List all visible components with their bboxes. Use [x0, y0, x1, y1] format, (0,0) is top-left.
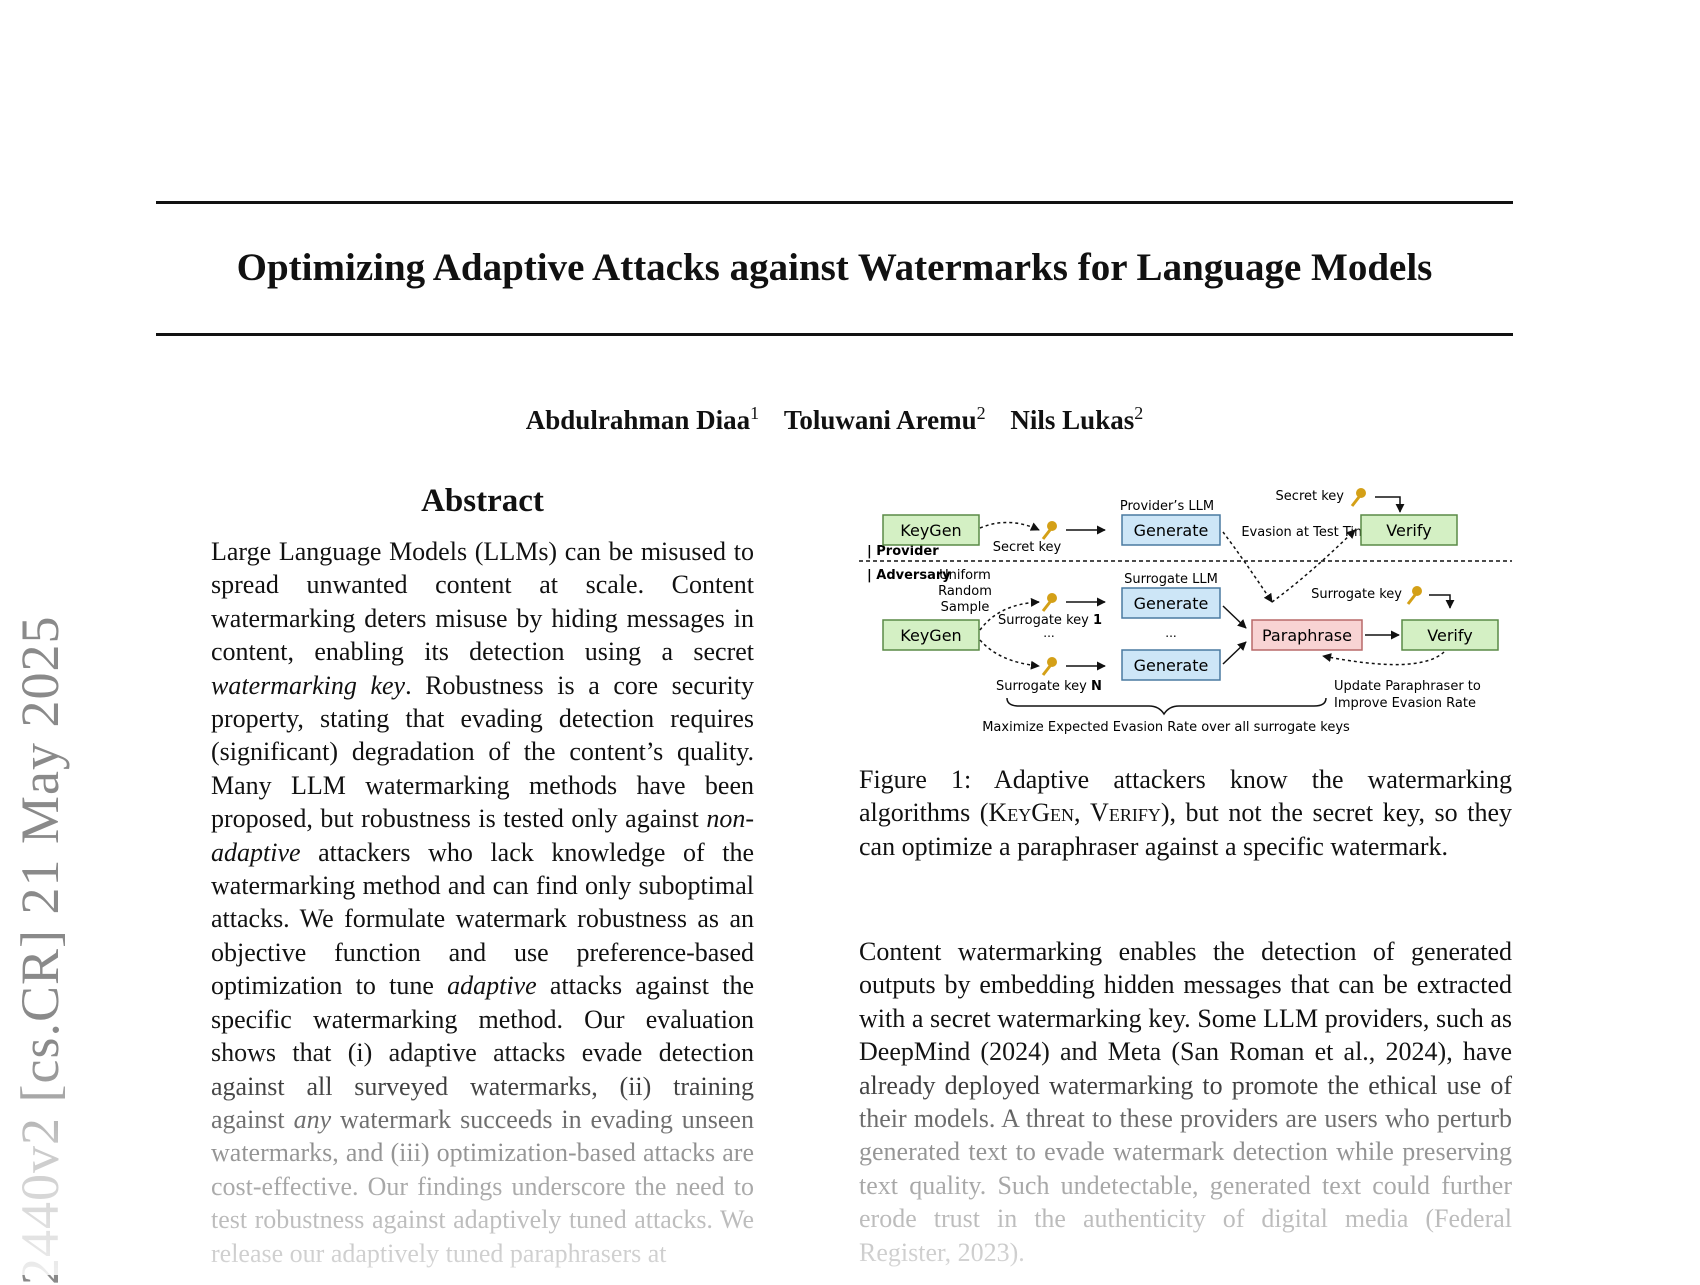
keygen-to-surrogate-key-1-arrow [979, 597, 1040, 631]
secret-key-label: Secret key [1276, 489, 1345, 504]
evasion-label: Evasion at Test Time [1241, 525, 1374, 540]
caption-text: Adaptive attackers know the watermarking… [859, 765, 1512, 828]
svg-text:Verify: Verify [1386, 521, 1431, 540]
generate-n-to-paraphrase-arrow [1222, 641, 1247, 665]
surrogate-key-n-label: Surrogate key N [996, 679, 1102, 694]
verify-adversary-box: Verify [1401, 619, 1499, 651]
abstract-emphasis: watermarking key [211, 670, 406, 700]
svg-text:KeyGen: KeyGen [900, 521, 961, 540]
svg-text:Generate: Generate [1134, 594, 1209, 613]
improve-evasion-label: Improve Evasion Rate [1334, 696, 1476, 711]
author-name: Nils Lukas [1010, 405, 1135, 435]
uniform-label: Uniform [939, 568, 991, 583]
paraphrase-box: Paraphrase [1251, 619, 1363, 651]
key-icon [1350, 488, 1366, 507]
author-name: Toluwani Aremu [783, 405, 977, 435]
figure-label: Figure 1: [859, 765, 972, 794]
provider-tag: | Provider [867, 544, 939, 559]
key-icon [1406, 586, 1422, 605]
caption-separator: , [1073, 798, 1091, 828]
author: Abdulrahman Diaa1 [525, 403, 760, 435]
surrogate-keys-brace [1006, 697, 1327, 716]
verify-provider-box: Verify [1360, 514, 1458, 546]
keygen-adversary-box: KeyGen [882, 619, 980, 651]
random-label: Random [938, 584, 992, 599]
generate-surrogate-n-box: Generate [1121, 649, 1221, 681]
author-name: Abdulrahman Diaa [525, 405, 751, 435]
provider-llm-label: Provider’s LLM [1120, 499, 1214, 514]
keygen-provider-box: KeyGen [882, 514, 980, 546]
verify-feedback-arrow [1322, 651, 1445, 666]
ellipsis-label: ... [1165, 626, 1176, 640]
author-affiliation: 2 [976, 403, 986, 423]
provider-generate-to-paraphrase-arrow [1222, 531, 1273, 603]
title-rule-bottom [156, 333, 1513, 336]
key-icon [1041, 657, 1057, 676]
update-paraphraser-label: Update Paraphraser to [1334, 679, 1481, 694]
author-affiliation: 1 [750, 403, 760, 423]
abstract-text: Large Language Models (LLMs) can be misu… [211, 537, 754, 667]
surrogate-llm-label: Surrogate LLM [1124, 572, 1218, 587]
ellipsis-label: ... [1043, 626, 1054, 640]
author: Nils Lukas2 [1010, 403, 1144, 435]
abstract-text: attackers who lack knowledge of the wate… [211, 837, 754, 1001]
paper-title: Optimizing Adaptive Attacks against Wate… [236, 246, 1433, 289]
abstract-emphasis: non-adaptive [211, 804, 754, 867]
sample-label: Sample [941, 600, 990, 615]
surrogate-key-to-verify-arrow [1429, 594, 1455, 609]
abstract-body: Large Language Models (LLMs) can be misu… [211, 535, 754, 1270]
key-icon [1041, 521, 1057, 540]
author-affiliation: 2 [1134, 403, 1144, 423]
key-icon [1041, 593, 1057, 612]
generate-1-to-paraphrase-arrow [1222, 605, 1247, 629]
svg-text:KeyGen: KeyGen [900, 626, 961, 645]
keygen-to-surrogate-key-n-arrow [979, 639, 1040, 670]
abstract-heading: Abstract [421, 483, 544, 519]
caption-keygen: KeyGen [988, 798, 1074, 828]
surrogate-key-1-label: Surrogate key 1 [998, 613, 1102, 628]
svg-text:Paraphrase: Paraphrase [1262, 626, 1352, 645]
arxiv-stamp: 2440v2 [cs.CR] 21 May 2025 [10, 615, 70, 1285]
caption-verify: Verify [1090, 798, 1161, 828]
secret-key-label: Secret key [993, 540, 1062, 555]
keygen-to-key-arrow [979, 521, 1040, 531]
author-list: Abdulrahman Diaa1 Toluwani Aremu2 Nils L… [156, 396, 1513, 437]
surrogate-key-label: Surrogate key [1311, 587, 1402, 602]
adversary-tag: | Adversary [867, 568, 951, 583]
figure-1-diagram: | Provider | Adversary KeyGen Secret key… [859, 480, 1512, 740]
generate-provider-box: Generate [1121, 514, 1221, 546]
abstract-emphasis: adaptive [447, 971, 537, 1001]
abstract-emphasis: any [293, 1104, 332, 1134]
maximize-evasion-label: Maximize Expected Evasion Rate over all … [982, 720, 1350, 735]
svg-text:Generate: Generate [1134, 521, 1209, 540]
caption-text: ), but not the secret key, so they can o… [859, 798, 1512, 861]
paraphrase-to-provider-verify-arrow [1271, 529, 1356, 603]
title-rule-top [156, 201, 1513, 204]
figure-1-caption: Figure 1: Adaptive attackers know the wa… [859, 763, 1512, 863]
generate-surrogate-1-box: Generate [1121, 587, 1221, 619]
svg-text:Verify: Verify [1427, 626, 1472, 645]
key-to-verify-arrow [1375, 496, 1405, 513]
introduction-paragraph: Content watermarking enables the detecti… [859, 937, 1512, 1267]
author: Toluwani Aremu2 [783, 403, 986, 435]
abstract-text: . Robustness is a core security property… [211, 670, 754, 834]
svg-text:Generate: Generate [1134, 656, 1209, 675]
